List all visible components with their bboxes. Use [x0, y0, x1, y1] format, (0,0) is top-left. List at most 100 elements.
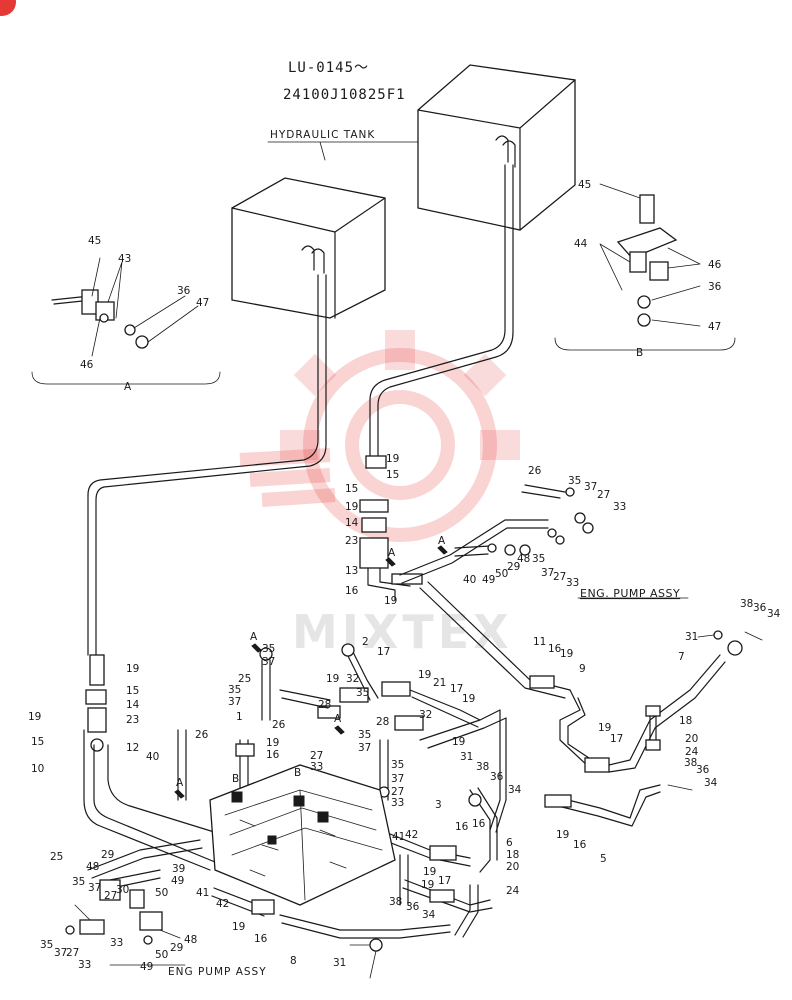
pump-lines-upper-right [399, 484, 689, 599]
part-19: 19 [421, 879, 434, 891]
part-16: 16 [254, 933, 268, 945]
part-32: 32 [346, 673, 359, 685]
label-a: A [438, 535, 446, 547]
part-35: 35 [568, 475, 581, 487]
central-hoses [177, 643, 507, 979]
label-b: B [232, 773, 239, 785]
part-29: 29 [101, 849, 114, 861]
label-a: A [388, 547, 396, 559]
part-9: 9 [579, 663, 586, 675]
detail-a-clamp [31, 257, 221, 385]
part-3: 3 [435, 799, 442, 811]
part-36-b: 36 [708, 281, 722, 293]
part-47-b: 47 [708, 321, 721, 333]
part-17: 17 [377, 646, 390, 658]
part-19: 19 [384, 595, 397, 607]
part-15: 15 [126, 685, 139, 697]
part-26: 26 [195, 729, 209, 741]
part-18: 18 [506, 849, 519, 861]
part-23: 23 [345, 535, 358, 547]
label-a: A [334, 713, 342, 725]
part-14: 14 [126, 699, 140, 711]
part-36: 36 [696, 764, 710, 776]
part-25: 25 [238, 673, 251, 685]
part-16: 16 [266, 749, 280, 761]
label-a: A [176, 777, 184, 789]
part-21: 21 [433, 677, 446, 689]
part-19: 19 [423, 866, 436, 878]
part-number-labels: 19 15 15 19 14 23 13 16 A A 19 26 35 37 … [28, 453, 781, 973]
part-19: 19 [462, 693, 475, 705]
part-32: 32 [419, 709, 432, 721]
part-38: 38 [476, 761, 489, 773]
part-19: 19 [598, 722, 611, 734]
part-26: 26 [272, 719, 286, 731]
part-43: 43 [118, 253, 131, 265]
part-36: 36 [753, 602, 767, 614]
part-19: 19 [386, 453, 399, 465]
part-16: 16 [345, 585, 359, 597]
part-15: 15 [31, 736, 44, 748]
part-11: 11 [533, 636, 546, 648]
part-29: 29 [507, 561, 520, 573]
part-38: 38 [740, 598, 753, 610]
part-27: 27 [553, 571, 566, 583]
part-34: 34 [767, 608, 781, 620]
upper-filter-assembly [359, 455, 423, 601]
part-38: 38 [389, 896, 402, 908]
part-10: 10 [31, 763, 44, 775]
part-27: 27 [66, 947, 79, 959]
part-48: 48 [86, 861, 99, 873]
part-19: 19 [126, 663, 139, 675]
pump-assembly-lower-left [65, 839, 203, 966]
part-42: 42 [405, 829, 418, 841]
part-40: 40 [146, 751, 159, 763]
part-42: 42 [216, 898, 229, 910]
part-7: 7 [678, 651, 685, 663]
part-1: 1 [236, 711, 243, 723]
part-5: 5 [600, 853, 607, 865]
label-a: A [250, 631, 258, 643]
part-27: 27 [104, 890, 117, 902]
part-35: 35 [228, 684, 241, 696]
part-27: 27 [391, 786, 404, 798]
part-16: 16 [573, 839, 587, 851]
part-35: 35 [358, 729, 371, 741]
part-19: 19 [266, 737, 279, 749]
part-50: 50 [495, 568, 508, 580]
part-19: 19 [232, 921, 245, 933]
part-35: 35 [356, 687, 369, 699]
flow-arrows [174, 545, 448, 799]
part-29: 29 [170, 942, 183, 954]
part-47: 47 [196, 297, 209, 309]
part-19: 19 [418, 669, 431, 681]
eng-pump-assy-caption-right: ENG. PUMP ASSY [580, 587, 680, 600]
part-13: 13 [345, 565, 358, 577]
part-24: 24 [506, 885, 520, 897]
part-30: 30 [116, 884, 129, 896]
part-38: 38 [684, 757, 697, 769]
part-27: 27 [310, 750, 323, 762]
serial-range-label: LU-0145～ [288, 60, 369, 76]
part-39: 39 [172, 863, 185, 875]
part-46-b: 46 [708, 259, 722, 271]
part-36: 36 [490, 771, 504, 783]
part-40: 40 [463, 574, 476, 586]
part-49: 49 [171, 875, 184, 887]
part-15: 15 [386, 469, 399, 481]
part-17: 17 [610, 733, 623, 745]
part-37: 37 [54, 947, 67, 959]
hydraulic-tank-front [231, 177, 386, 319]
part-50: 50 [155, 949, 168, 961]
hydraulic-tank-rear [417, 64, 576, 231]
part-33: 33 [613, 501, 626, 513]
part-27: 27 [597, 489, 610, 501]
part-33: 33 [566, 577, 579, 589]
part-19: 19 [452, 736, 465, 748]
part-37: 37 [541, 567, 554, 579]
part-37: 37 [88, 882, 101, 894]
part-37: 37 [358, 742, 371, 754]
part-35: 35 [262, 643, 275, 655]
part-41: 41 [392, 831, 405, 843]
part-33: 33 [78, 959, 91, 971]
